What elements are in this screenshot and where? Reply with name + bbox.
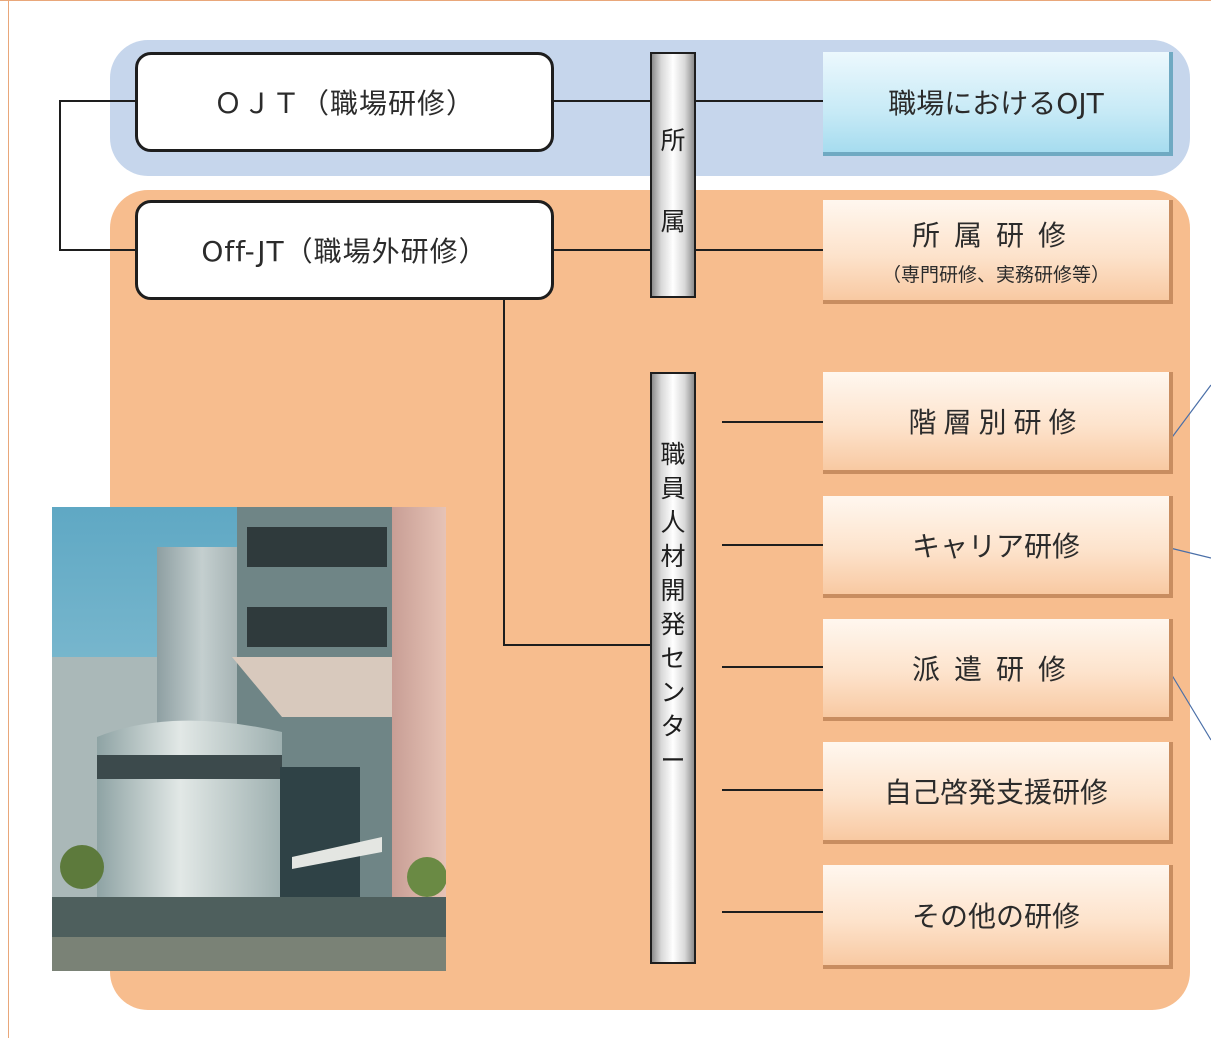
center-char: ー bbox=[660, 746, 686, 775]
career-training-label: キャリア研修 bbox=[911, 530, 1080, 563]
dispatch-training-label: 派遣研修 bbox=[911, 653, 1080, 686]
building-photo bbox=[52, 507, 446, 971]
center-char: タ bbox=[660, 712, 686, 741]
other-training-box: その他の研修 bbox=[823, 865, 1173, 969]
center-char: 開 bbox=[660, 576, 686, 605]
ojt-box-label: ＯＪＴ（職場研修） bbox=[213, 87, 475, 120]
affiliation-training-sublabel: （専門研修、実務研修等） bbox=[881, 263, 1110, 286]
callout-line-3 bbox=[1169, 671, 1211, 741]
off-jt-box-label: Off-JT（職場外研修） bbox=[201, 235, 488, 268]
self-development-training-box: 自己啓発支援研修 bbox=[823, 742, 1173, 844]
center-char: 人 bbox=[660, 508, 686, 537]
center-char: ン bbox=[660, 678, 686, 707]
affiliation-training-box: 所属研修 （専門研修、実務研修等） bbox=[823, 200, 1173, 304]
off-jt-box: Off-JT（職場外研修） bbox=[135, 200, 554, 300]
dispatch-training-box: 派遣研修 bbox=[823, 619, 1173, 721]
center-char: 材 bbox=[660, 542, 686, 571]
ojt-box: ＯＪＴ（職場研修） bbox=[135, 52, 554, 152]
center-char: 員 bbox=[660, 474, 686, 503]
frame-left-border bbox=[8, 0, 9, 1038]
tier-training-box: 階層別研修 bbox=[823, 372, 1173, 474]
affiliation-char: 所 bbox=[660, 126, 686, 155]
callout-line-2 bbox=[1169, 547, 1211, 559]
affiliation-training-label: 所属研修 bbox=[911, 218, 1080, 252]
career-training-box: キャリア研修 bbox=[823, 496, 1173, 598]
affiliation-pillar: 所 属 bbox=[650, 52, 696, 298]
center-char: セ bbox=[660, 644, 686, 673]
frame-top-border bbox=[0, 0, 1211, 1]
workplace-ojt-label: 職場におけるOJT bbox=[888, 87, 1104, 120]
root-bracket bbox=[59, 100, 136, 251]
center-char: 職 bbox=[660, 440, 686, 469]
tier-training-label: 階層別研修 bbox=[908, 406, 1084, 439]
building-photo-illustration bbox=[52, 507, 446, 971]
callout-line-1 bbox=[1169, 384, 1211, 441]
self-development-training-label: 自己啓発支援研修 bbox=[883, 776, 1108, 809]
offjt-to-center bbox=[503, 298, 650, 646]
other-training-label: その他の研修 bbox=[911, 900, 1080, 933]
affiliation-char: 属 bbox=[660, 207, 686, 236]
staff-development-center-pillar: 職 員 人 材 開 発 セ ン タ ー bbox=[650, 372, 696, 964]
workplace-ojt-box: 職場におけるOJT bbox=[823, 52, 1173, 156]
center-char: 発 bbox=[660, 610, 686, 639]
